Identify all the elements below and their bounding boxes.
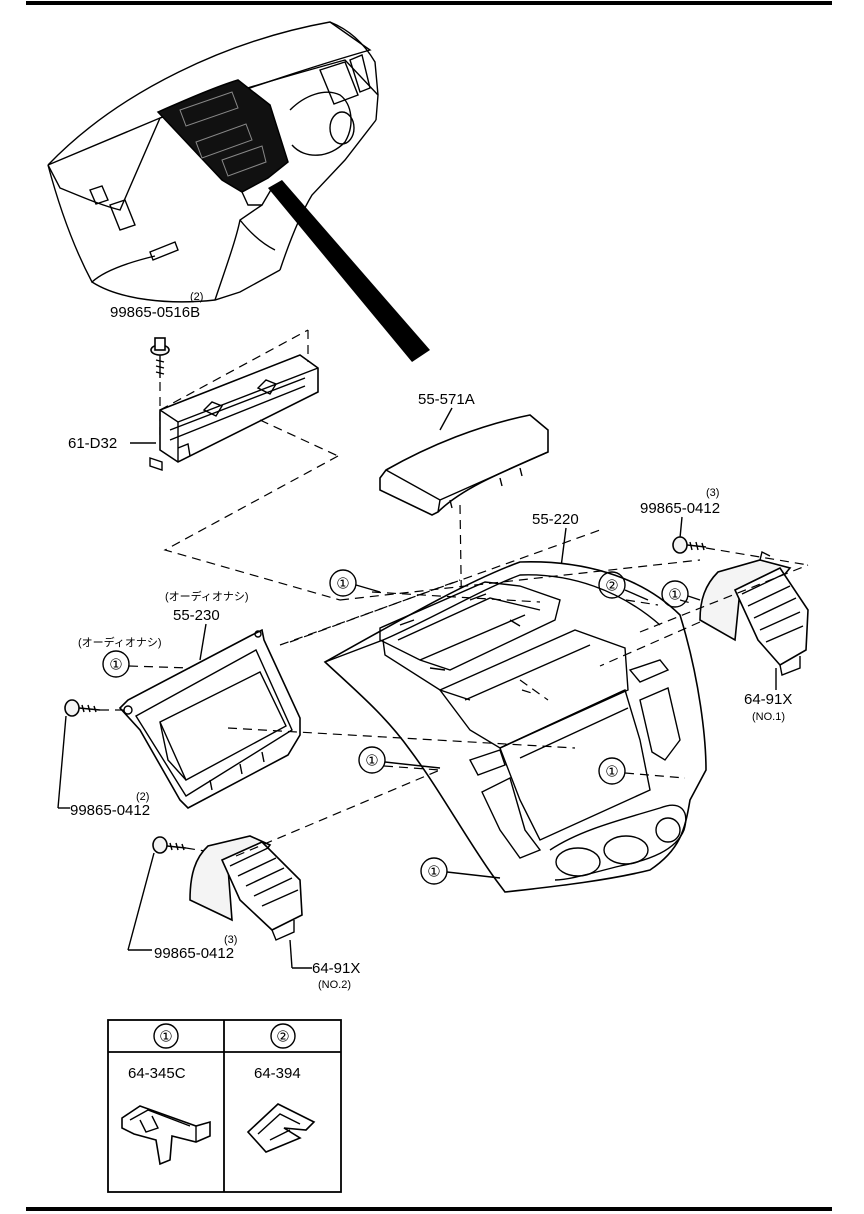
- callout-clip-1-middle: ①: [358, 746, 441, 774]
- bolt-left-qty: (2): [136, 791, 149, 803]
- callout-clip-1-top: ①: [329, 569, 381, 597]
- legend-part-1: 64-345C: [128, 1065, 186, 1082]
- bolt-bottom: [152, 836, 187, 854]
- vent-left: [189, 835, 303, 941]
- svg-text:①: ①: [109, 657, 122, 674]
- bezel-55-230: [118, 628, 301, 809]
- callout-clip-1-right: ①: [661, 580, 701, 608]
- audio-note-1: (オーディオナシ): [165, 589, 249, 603]
- legend-table: ① ② 64-345C 64-394: [107, 1019, 342, 1193]
- bolt-top-qty: (2): [190, 291, 203, 303]
- highlighted-center-panel: [156, 79, 289, 193]
- bolt-left-number: 99865-0412: [70, 802, 150, 819]
- bolt-right-number: 99865-0412: [640, 500, 720, 517]
- bolt-right: [672, 536, 707, 554]
- vent-right-number: 64-91X: [744, 691, 792, 708]
- lid-number: 55-571A: [418, 391, 475, 408]
- svg-text:①: ①: [336, 576, 349, 593]
- clip-64-394-illustration: [246, 1103, 316, 1153]
- bezel-number: 55-230: [173, 607, 220, 624]
- bolt-right-qty: (3): [706, 487, 719, 499]
- panel-number: 55-220: [532, 511, 579, 528]
- lid-55-571a: [379, 414, 549, 516]
- legend-symbol-2: ②: [276, 1029, 289, 1046]
- dashboard-overview: [47, 21, 430, 362]
- legend-symbol-1: ①: [159, 1029, 172, 1046]
- vent-left-note: (NO.2): [318, 979, 351, 991]
- callout-clip-2: ②: [598, 571, 649, 601]
- bracket-number: 61-D32: [68, 435, 117, 452]
- svg-text:①: ①: [605, 764, 618, 781]
- bracket-61-d32: [149, 354, 319, 471]
- bolt-top: [150, 337, 170, 378]
- svg-text:①: ①: [427, 864, 440, 881]
- bolt-bottom-number: 99865-0412: [154, 945, 234, 962]
- vent-right-note: (NO.1): [752, 711, 785, 723]
- bolt-top-number: 99865-0516B: [110, 304, 200, 321]
- vent-left-number: 64-91X: [312, 960, 360, 977]
- svg-text:②: ②: [605, 578, 618, 595]
- callout-clip-1-screen: ①: [598, 757, 626, 785]
- panel-55-220: [323, 561, 707, 893]
- vent-right: [699, 550, 809, 676]
- callout-clip-1-bottom: ①: [420, 857, 501, 885]
- svg-text:①: ①: [668, 587, 681, 604]
- pointer-wedge: [268, 180, 430, 362]
- audio-note-2: (オーディオナシ): [78, 635, 162, 649]
- bolt-bottom-qty: (3): [224, 934, 237, 946]
- callout-clip-1-bezel: ①: [102, 650, 191, 678]
- svg-text:①: ①: [365, 753, 378, 770]
- legend-part-2: 64-394: [254, 1065, 301, 1082]
- bolt-left: [64, 699, 101, 717]
- clip-64-345c-illustration: [121, 1105, 211, 1166]
